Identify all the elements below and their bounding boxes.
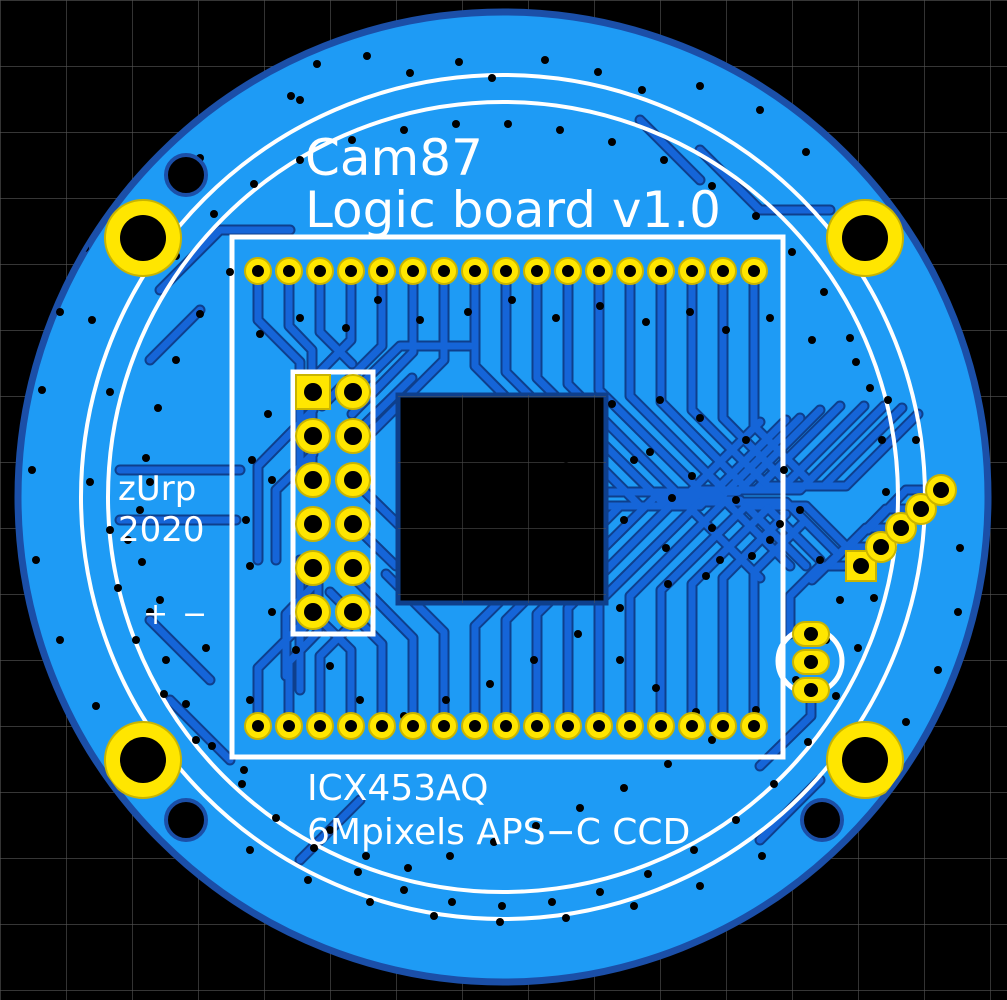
ccd-pad-row-top-pad-2[interactable] bbox=[275, 257, 303, 285]
pad-layer bbox=[244, 257, 957, 740]
silk-year: 2020 bbox=[118, 510, 205, 550]
ccd-pad-row-bottom-pad-4[interactable] bbox=[337, 712, 365, 740]
ccd-pad-row-top-pad-8[interactable] bbox=[461, 257, 489, 285]
ccd-pad-row-bottom-pad-7[interactable] bbox=[430, 712, 458, 740]
programming-header-2x6-pin-8[interactable] bbox=[335, 506, 371, 542]
ccd-pad-row-top-pad-6[interactable] bbox=[399, 257, 427, 285]
ccd-pad-row-bottom-pad-13[interactable] bbox=[616, 712, 644, 740]
ccd-pad-row-top-pad-12[interactable] bbox=[585, 257, 613, 285]
silk-sensor-desc: 6Mpixels APS−C CCD bbox=[307, 812, 690, 853]
ccd-pad-row-top-pad-10[interactable] bbox=[523, 257, 551, 285]
power-connector-3pin-pin-2[interactable] bbox=[792, 649, 830, 675]
mounting-hole-bottom-left[interactable] bbox=[104, 721, 182, 799]
ccd-pad-row-top-pad-14[interactable] bbox=[647, 257, 675, 285]
ccd-pad-row-bottom-pad-2[interactable] bbox=[275, 712, 303, 740]
programming-header-2x6-pin-3[interactable] bbox=[295, 418, 331, 454]
ccd-pad-row-top-pad-13[interactable] bbox=[616, 257, 644, 285]
ccd-pad-row-bottom-pad-12[interactable] bbox=[585, 712, 613, 740]
ccd-pad-row-top-pad-9[interactable] bbox=[492, 257, 520, 285]
power-connector-3pin-pin-3[interactable] bbox=[792, 677, 830, 703]
ccd-pad-row-top-pad-5[interactable] bbox=[368, 257, 396, 285]
programming-header-2x6-pin-4[interactable] bbox=[335, 418, 371, 454]
ccd-pad-row-top-pad-3[interactable] bbox=[306, 257, 334, 285]
programming-header-2x6-pin-1[interactable] bbox=[295, 374, 331, 410]
ccd-cutout-grid bbox=[398, 395, 606, 603]
mounting-hole-top-right[interactable] bbox=[826, 199, 904, 277]
alignment-hole-top-left bbox=[164, 153, 208, 197]
mounting-hole-bottom-right[interactable] bbox=[826, 721, 904, 799]
ccd-pad-row-top-pad-4[interactable] bbox=[337, 257, 365, 285]
component-outline-rect bbox=[229, 234, 786, 760]
ccd-pad-row-top-pad-15[interactable] bbox=[678, 257, 706, 285]
pin-header-outline-rect bbox=[290, 369, 376, 637]
ccd-pad-row-bottom-pad-5[interactable] bbox=[368, 712, 396, 740]
ccd-pad-row-bottom-pad-9[interactable] bbox=[492, 712, 520, 740]
silk-sensor-part: ICX453AQ bbox=[307, 768, 488, 809]
edge-pad-row-5pin-pad-3[interactable] bbox=[885, 512, 917, 544]
programming-header-2x6-pin-7[interactable] bbox=[295, 506, 331, 542]
ccd-pad-row-top-pad-11[interactable] bbox=[554, 257, 582, 285]
silk-title-line2: Logic board v1.0 bbox=[305, 181, 721, 239]
alignment-hole-bottom-right bbox=[800, 798, 844, 842]
silk-author: zUrp bbox=[118, 469, 196, 509]
ccd-pad-row-bottom-pad-3[interactable] bbox=[306, 712, 334, 740]
programming-header-2x6-pin-10[interactable] bbox=[335, 550, 371, 586]
programming-header-2x6-pin-9[interactable] bbox=[295, 550, 331, 586]
programming-header-2x6-pin-5[interactable] bbox=[295, 462, 331, 498]
ccd-pad-row-bottom-pad-6[interactable] bbox=[399, 712, 427, 740]
ccd-pad-row-top-pad-17[interactable] bbox=[740, 257, 768, 285]
edge-pad-row-5pin-pad-4[interactable] bbox=[905, 493, 937, 525]
ccd-pad-row-top-pad-7[interactable] bbox=[430, 257, 458, 285]
edge-pad-row-5pin-pad-2[interactable] bbox=[865, 531, 897, 563]
silk-title-line1: Cam87 bbox=[305, 129, 483, 187]
programming-header-2x6-pin-11[interactable] bbox=[295, 594, 331, 630]
ccd-pad-row-bottom-pad-10[interactable] bbox=[523, 712, 551, 740]
ccd-pad-row-bottom-pad-15[interactable] bbox=[678, 712, 706, 740]
mounting-hole-layer bbox=[104, 153, 904, 842]
ccd-pad-row-bottom-pad-1[interactable] bbox=[244, 712, 272, 740]
ccd-pad-row-bottom-pad-8[interactable] bbox=[461, 712, 489, 740]
programming-header-2x6-pin-6[interactable] bbox=[335, 462, 371, 498]
alignment-hole-bottom-left bbox=[164, 798, 208, 842]
silk-polarity-plus: + bbox=[143, 597, 168, 632]
ccd-pad-row-bottom-pad-17[interactable] bbox=[740, 712, 768, 740]
edge-pad-row-5pin-pad-5[interactable] bbox=[925, 474, 957, 506]
ccd-pad-row-bottom-pad-11[interactable] bbox=[554, 712, 582, 740]
ccd-pad-row-top-pad-1[interactable] bbox=[244, 257, 272, 285]
ccd-pad-row-bottom-pad-16[interactable] bbox=[709, 712, 737, 740]
ccd-pad-row-bottom-pad-14[interactable] bbox=[647, 712, 675, 740]
programming-header-2x6-pin-2[interactable] bbox=[335, 374, 371, 410]
mounting-hole-top-left[interactable] bbox=[104, 199, 182, 277]
silk-polarity-minus: − bbox=[182, 597, 207, 632]
programming-header-2x6-pin-12[interactable] bbox=[335, 594, 371, 630]
ccd-pad-row-top-pad-16[interactable] bbox=[709, 257, 737, 285]
power-connector-3pin-pin-1[interactable] bbox=[792, 621, 830, 647]
